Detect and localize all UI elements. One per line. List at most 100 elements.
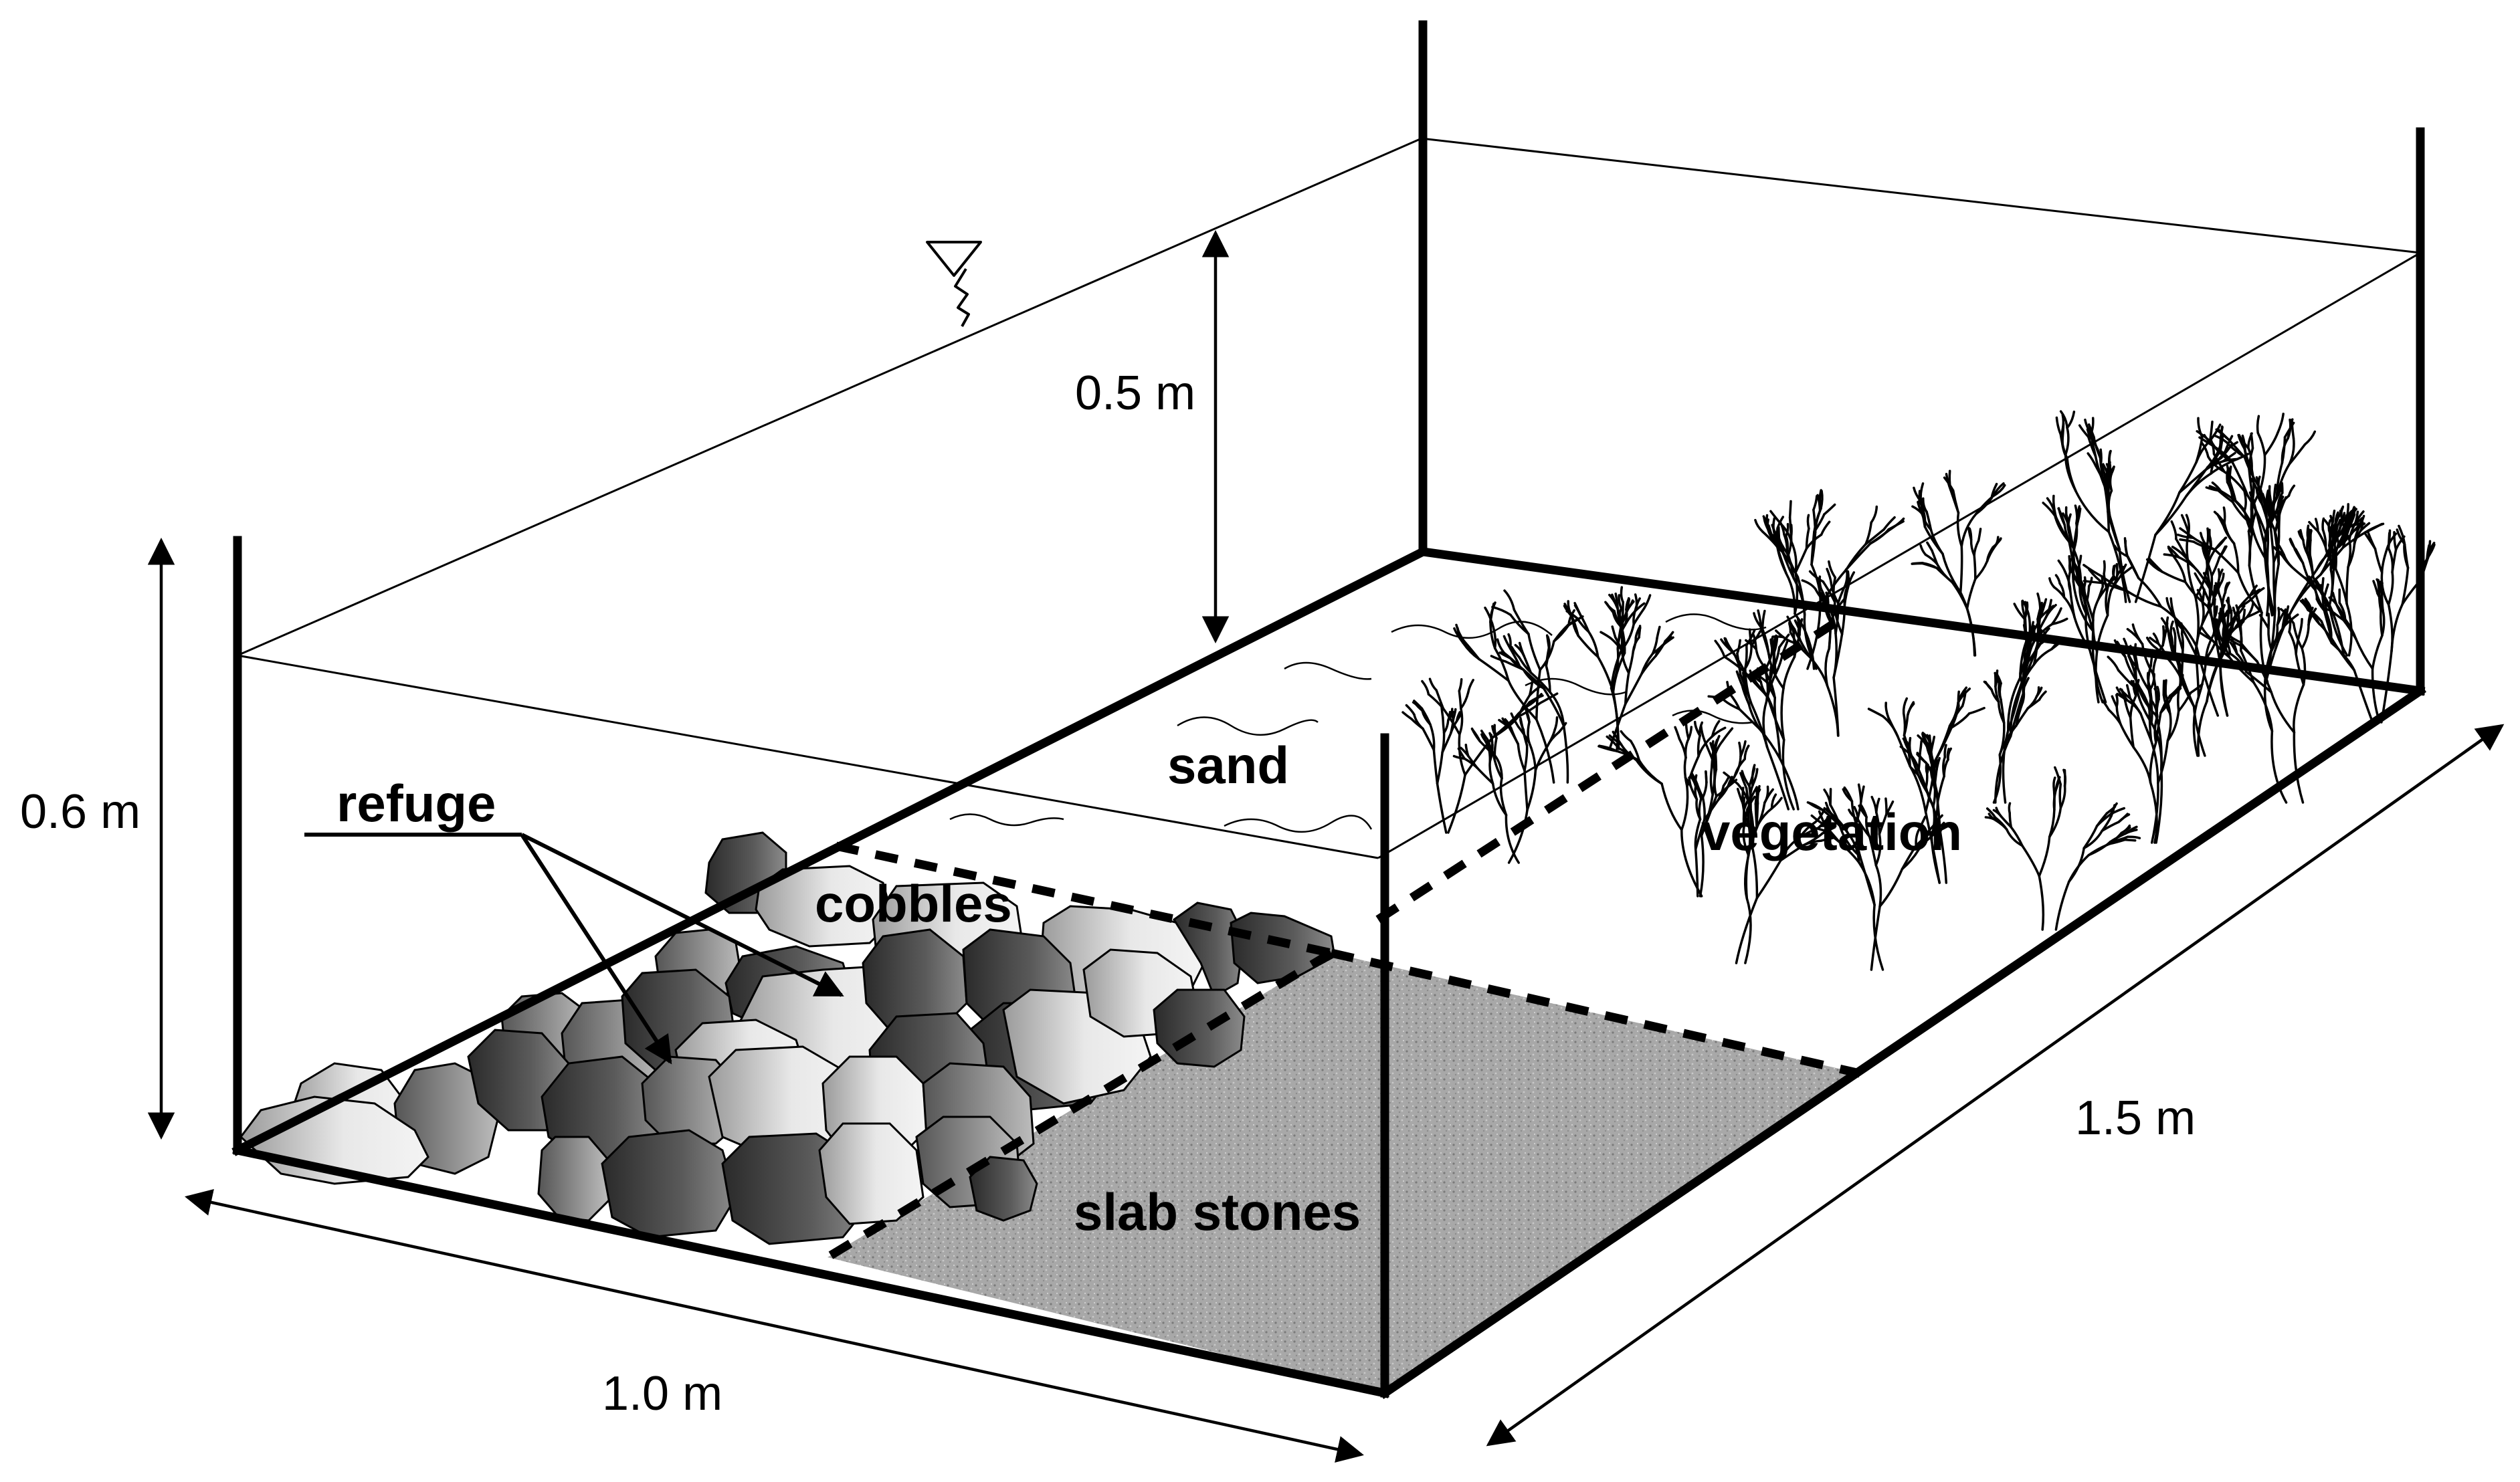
plant-branch bbox=[1642, 653, 1653, 673]
plant-branch bbox=[1564, 726, 1568, 782]
plant-branch bbox=[2182, 634, 2184, 651]
plant-branch bbox=[1529, 634, 1540, 670]
plant-branch bbox=[1974, 556, 1975, 579]
plant-branch bbox=[1492, 607, 1511, 615]
plant-branch bbox=[2187, 533, 2189, 560]
plant-branch bbox=[1461, 692, 1468, 708]
plant-branch bbox=[2039, 876, 2043, 930]
plant-branch bbox=[2128, 837, 2140, 838]
plant-branch bbox=[1444, 720, 1448, 733]
plant-branch bbox=[1438, 752, 1443, 784]
plant-branch bbox=[1820, 490, 1821, 509]
plant-branch bbox=[1403, 712, 1412, 719]
plant-branch bbox=[1544, 688, 1564, 726]
plant-branch bbox=[1715, 770, 1717, 797]
plant-branch bbox=[2251, 434, 2252, 449]
plant-branch bbox=[1869, 709, 1883, 716]
plant-branch bbox=[2288, 420, 2291, 439]
plant-branch bbox=[2388, 530, 2390, 548]
plant-branch bbox=[1612, 627, 1616, 637]
plant-branch bbox=[2089, 844, 2110, 855]
plant-branch bbox=[1931, 754, 1932, 765]
plant-branch bbox=[2009, 803, 2010, 813]
plant-branch bbox=[1802, 580, 1815, 589]
plant-branch bbox=[2036, 687, 2038, 697]
plant-branch bbox=[1621, 732, 1631, 742]
plant-branch bbox=[1923, 563, 1937, 568]
plant-branch bbox=[1601, 632, 1611, 638]
plant-branch bbox=[1908, 702, 1914, 715]
plant-branch bbox=[1621, 587, 1623, 602]
plant-branch bbox=[1796, 548, 1806, 572]
plant-branch bbox=[2117, 707, 2121, 724]
water-surface bbox=[237, 138, 2420, 858]
plant-branch bbox=[2308, 530, 2309, 540]
plant-branch bbox=[2274, 562, 2275, 610]
plant-branch bbox=[1790, 502, 1791, 518]
plant-branch bbox=[1880, 869, 1902, 907]
zone-label-vegetation: vegetation bbox=[1701, 806, 1962, 858]
plant-branch bbox=[2264, 433, 2278, 455]
plant-branch bbox=[2150, 742, 2156, 782]
plant-branch bbox=[2178, 690, 2179, 711]
plant-branch bbox=[2356, 639, 2373, 668]
plant-branch bbox=[2381, 610, 2382, 635]
plant-branch bbox=[2258, 433, 2264, 455]
plant-branch bbox=[2302, 625, 2309, 648]
plant-branch bbox=[1443, 718, 1444, 733]
plant-branch bbox=[1686, 739, 1688, 758]
plant-branch bbox=[2294, 685, 2304, 732]
plant-branch bbox=[1527, 770, 1535, 810]
plant-branch bbox=[1913, 563, 1923, 564]
plant-branch bbox=[1755, 520, 1763, 532]
plant-branch bbox=[1947, 749, 1949, 760]
plant-branch bbox=[1871, 906, 1880, 970]
plant-branch bbox=[2050, 810, 2054, 837]
plant-branch bbox=[1505, 591, 1514, 610]
zone-label-sand: sand bbox=[1167, 739, 1289, 791]
plant-branch bbox=[2165, 680, 2166, 694]
plant-branch bbox=[1969, 708, 1984, 714]
plant-branch bbox=[1767, 516, 1768, 529]
plant-branch bbox=[1606, 602, 1614, 612]
plant-branch bbox=[2119, 815, 2129, 822]
plant-branch bbox=[1824, 505, 1835, 515]
plant-branch bbox=[2163, 681, 2164, 695]
plant-branch bbox=[2069, 572, 2070, 591]
plant-branch bbox=[1943, 554, 1961, 593]
plant-branch bbox=[1598, 657, 1614, 692]
plant-branch bbox=[1995, 537, 1998, 547]
plant-branch bbox=[1511, 728, 1518, 744]
plant-branch bbox=[1780, 759, 1798, 809]
zone-label-slab-stones: slab stones bbox=[1074, 1186, 1361, 1238]
plant-branch bbox=[2271, 692, 2294, 732]
plant-branch bbox=[2058, 560, 2065, 571]
plant-branch bbox=[1834, 633, 1836, 677]
plant-branch bbox=[2333, 593, 2336, 605]
plant-branch bbox=[2000, 683, 2001, 700]
plant-branch bbox=[2283, 556, 2293, 567]
plant-branch bbox=[1976, 498, 1992, 514]
plant-branch bbox=[2270, 528, 2274, 562]
plant-branch bbox=[1525, 770, 1527, 810]
plant-branch bbox=[1459, 679, 1461, 691]
plant-branch bbox=[2054, 778, 2055, 790]
zone-label-refuge: refuge bbox=[336, 777, 496, 829]
plant-branch bbox=[2258, 416, 2259, 433]
plant-branch bbox=[2067, 412, 2074, 428]
plant-branch bbox=[1494, 738, 1496, 756]
plant-branch bbox=[1739, 743, 1741, 756]
plant-branch bbox=[1975, 561, 1988, 579]
plant-branch bbox=[2108, 657, 2118, 670]
plant-branch bbox=[2224, 526, 2234, 543]
plant-branch bbox=[1406, 706, 1414, 715]
plant-branch bbox=[2289, 632, 2296, 654]
plant-branch bbox=[1518, 744, 1525, 771]
plant-branch bbox=[2376, 549, 2382, 573]
plant-branch bbox=[1974, 540, 1979, 556]
plant-branch bbox=[1448, 775, 1465, 833]
plant-branch bbox=[1860, 857, 1874, 905]
plant-branch bbox=[1529, 742, 1536, 770]
plant-branch bbox=[1985, 682, 1992, 690]
plant-branch bbox=[1783, 657, 1795, 688]
